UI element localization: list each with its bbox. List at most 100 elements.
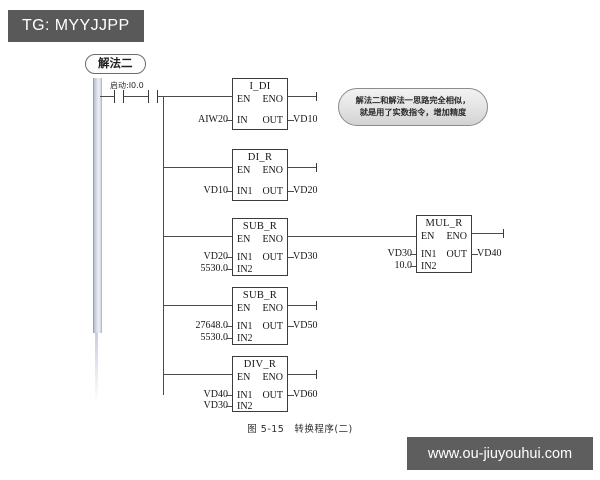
wire-contact2-to-idi-en bbox=[158, 96, 232, 97]
wire-bus-to-dir-en bbox=[163, 167, 232, 168]
operand-divr-in1: VD40 bbox=[203, 389, 228, 400]
pin-eno: ENO bbox=[446, 231, 467, 242]
block-title: I_DI bbox=[249, 81, 271, 92]
rung-end-tick-1 bbox=[316, 92, 317, 101]
contact-normally-open-2 bbox=[148, 90, 158, 103]
pin-in: IN bbox=[237, 115, 248, 126]
operand-dir-out: VD20 bbox=[293, 185, 318, 196]
block-title: DI_R bbox=[247, 152, 273, 163]
pin-out: OUT bbox=[262, 186, 283, 197]
stub-idi-in bbox=[226, 120, 232, 121]
contact-normally-open-1 bbox=[114, 90, 124, 103]
annotation-callout: 解法二和解法一思路完全相似， 就是用了实数指令，增加精度 bbox=[338, 88, 488, 126]
pin-in2: IN2 bbox=[237, 333, 253, 344]
wire-dir-eno-out bbox=[288, 167, 317, 168]
block-mul-r[interactable]: MUL_R EN ENO IN1 IN2 OUT bbox=[416, 215, 472, 273]
operand-subr2-in2: 5530.0 bbox=[200, 332, 229, 343]
stub-subr2-in2 bbox=[226, 338, 232, 339]
pin-en: EN bbox=[237, 165, 251, 176]
wire-contact1-to-contact2 bbox=[124, 96, 148, 97]
block-i-di[interactable]: I_DI EN ENO IN OUT bbox=[232, 78, 288, 130]
callout-line-2: 就是用了实数指令，增加精度 bbox=[359, 107, 467, 117]
stub-subr2-in1 bbox=[226, 326, 232, 327]
wire-subr2-eno-out bbox=[288, 305, 317, 306]
stub-divr-in2 bbox=[226, 406, 232, 407]
pin-eno: ENO bbox=[262, 94, 283, 105]
pin-out: OUT bbox=[446, 249, 467, 260]
pin-in1: IN1 bbox=[421, 249, 437, 260]
operand-dir-in1: VD10 bbox=[203, 185, 228, 196]
pin-out: OUT bbox=[262, 390, 283, 401]
block-title: SUB_R bbox=[242, 290, 278, 301]
wire-subr1-eno-to-mulr-en bbox=[288, 236, 416, 237]
stub-mulr-out bbox=[472, 254, 478, 255]
operand-divr-in2: VD30 bbox=[203, 400, 228, 411]
pin-in1: IN1 bbox=[237, 186, 253, 197]
block-title: DIV_R bbox=[243, 359, 277, 370]
stub-divr-in1 bbox=[226, 395, 232, 396]
stub-subr1-out bbox=[288, 257, 294, 258]
pin-en: EN bbox=[421, 231, 435, 242]
pin-eno: ENO bbox=[262, 372, 283, 383]
operand-mulr-in1: VD30 bbox=[387, 248, 412, 259]
pin-en: EN bbox=[237, 94, 251, 105]
block-sub-r-1[interactable]: SUB_R EN ENO IN1 IN2 OUT bbox=[232, 218, 288, 276]
url-watermark-badge: www.ou-jiuyouhui.com bbox=[407, 437, 593, 470]
block-title: SUB_R bbox=[242, 221, 278, 232]
rung-end-tick-3 bbox=[503, 229, 504, 238]
wire-bus-to-subr2-en bbox=[163, 305, 232, 306]
stub-mulr-in2 bbox=[410, 266, 416, 267]
pin-out: OUT bbox=[262, 115, 283, 126]
wire-rail-to-contact1 bbox=[100, 96, 114, 97]
pin-in1: IN1 bbox=[237, 252, 253, 263]
block-di-r[interactable]: DI_R EN ENO IN1 OUT bbox=[232, 149, 288, 201]
operand-idi-in: AIW20 bbox=[198, 114, 228, 125]
wire-idi-eno-out bbox=[288, 96, 317, 97]
block-title: MUL_R bbox=[425, 218, 463, 229]
pin-out: OUT bbox=[262, 321, 283, 332]
wire-mulr-eno-out bbox=[472, 233, 504, 234]
stub-dir-out bbox=[288, 191, 294, 192]
stub-divr-out bbox=[288, 395, 294, 396]
rung-end-tick-4 bbox=[316, 301, 317, 310]
callout-line-1: 解法二和解法一思路完全相似， bbox=[355, 95, 471, 106]
power-rail bbox=[93, 78, 102, 333]
operand-subr1-in1: VD20 bbox=[203, 251, 228, 262]
branch-bus-vertical bbox=[163, 96, 164, 395]
pin-en: EN bbox=[237, 234, 251, 245]
pin-eno: ENO bbox=[262, 234, 283, 245]
stub-mulr-in1 bbox=[410, 254, 416, 255]
rung-end-tick-2 bbox=[316, 163, 317, 172]
operand-subr2-out: VD50 bbox=[293, 320, 318, 331]
operand-subr1-out: VD30 bbox=[293, 251, 318, 262]
wire-divr-eno-out bbox=[288, 374, 317, 375]
wire-bus-to-divr-en bbox=[163, 374, 232, 375]
operand-mulr-out: VD40 bbox=[477, 248, 502, 259]
operand-divr-out: VD60 bbox=[293, 389, 318, 400]
operand-idi-out: VD10 bbox=[293, 114, 318, 125]
stub-subr1-in1 bbox=[226, 257, 232, 258]
section-label-pill: 解法二 bbox=[85, 54, 146, 74]
stub-subr1-in2 bbox=[226, 269, 232, 270]
pin-en: EN bbox=[237, 303, 251, 314]
wire-bus-to-subr1-en bbox=[163, 236, 232, 237]
block-sub-r-2[interactable]: SUB_R EN ENO IN1 IN2 OUT bbox=[232, 287, 288, 345]
rung-end-tick-5 bbox=[316, 370, 317, 379]
pin-in1: IN1 bbox=[237, 321, 253, 332]
pin-in2: IN2 bbox=[237, 401, 253, 412]
pin-eno: ENO bbox=[262, 303, 283, 314]
pin-in2: IN2 bbox=[421, 261, 437, 272]
operand-subr1-in2: 5530.0 bbox=[200, 263, 229, 274]
power-rail-tail bbox=[95, 333, 98, 403]
pin-eno: ENO bbox=[262, 165, 283, 176]
figure-caption: 图 5-15 转换程序(二) bbox=[247, 424, 353, 435]
pin-in1: IN1 bbox=[237, 390, 253, 401]
block-div-r[interactable]: DIV_R EN ENO IN1 IN2 OUT bbox=[232, 356, 288, 412]
tag-watermark-badge: TG: MYYJJPP bbox=[8, 10, 144, 42]
operand-mulr-in2: 10.0 bbox=[394, 260, 413, 271]
operand-subr2-in1: 27648.0 bbox=[195, 320, 229, 331]
stub-idi-out bbox=[288, 120, 294, 121]
contact-label-start: 启动:I0.0 bbox=[110, 81, 144, 90]
stub-dir-in1 bbox=[226, 191, 232, 192]
